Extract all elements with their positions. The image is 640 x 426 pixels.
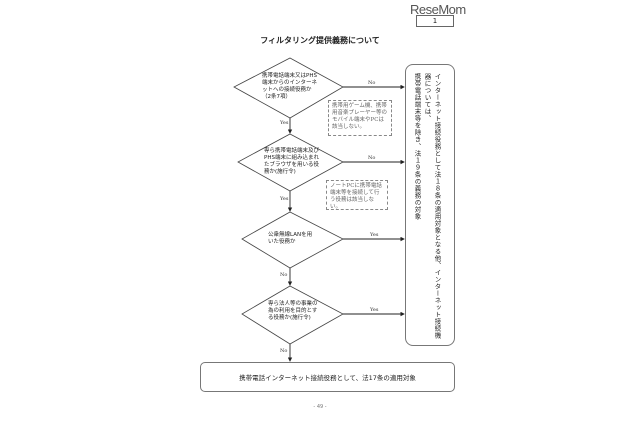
decision-2-text: 専ら携帯電話端末及びPHS端末に組み込まれたブラウザを用いる役務か(施行令): [264, 148, 320, 175]
result-box-text: インターネット接続役務として法１８条の適用対象となる他、インターネット接続機器に…: [412, 73, 442, 341]
page-number: - 49 -: [313, 404, 327, 410]
resemom-logo: ReseMom: [410, 2, 466, 17]
result-box-law-18-19: インターネット接続役務として法１８条の適用対象となる他、インターネット接続機器に…: [405, 64, 455, 346]
note-1: 携帯用ゲーム機、携帯用音楽プレーヤー等のモバイル端末やPCは該当しない。: [328, 100, 392, 136]
yes-label-4: Yes: [370, 307, 379, 313]
page-title: フィルタリング提供義務について: [260, 36, 380, 45]
result-line-2: 携帯電話端末等を除き、法１９条の義務の対象: [413, 73, 421, 220]
page-box: 1: [416, 15, 454, 27]
decision-3-text: 公衆無線LANを用いた役務か: [268, 232, 313, 245]
yes-label-3: Yes: [370, 232, 379, 238]
result-line-1: インターネット接続役務として法１８条の適用対象となる他、インターネット接続機器に…: [423, 73, 441, 339]
note-2: ノートPCに携帯電話端末等を接続して行う役務は該当しない。: [326, 180, 388, 210]
yes-label-1: Yes: [280, 120, 289, 126]
no-label-3: No: [280, 272, 288, 278]
no-label-4: No: [280, 348, 288, 354]
decision-4-text: 専ら法人等の事業の為の利用を目的とする役務か(施行令): [268, 301, 318, 321]
result-box-law-17: 携帯電話インターネット接続役務として、法17条の適用対象: [200, 362, 455, 392]
yes-label-2: Yes: [280, 196, 289, 202]
no-label-2: No: [368, 155, 376, 161]
no-label-1: No: [368, 80, 376, 86]
decision-1-text: 携帯電話端末又はPHS端末からのインターネットへの接続役務か（2条7項）: [262, 73, 318, 100]
